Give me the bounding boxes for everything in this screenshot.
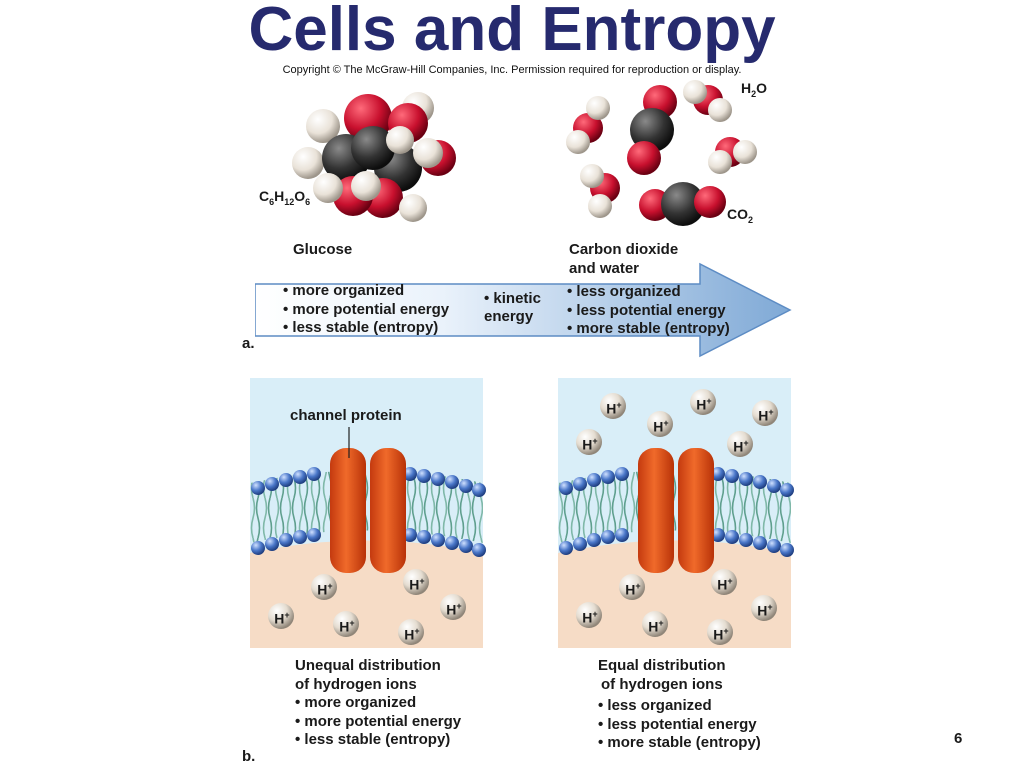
hydrogen-ion-label: H+ (274, 610, 290, 627)
hydrogen-ion-label: H+ (625, 581, 641, 598)
hydrogen-ion-label: H+ (653, 418, 669, 435)
hydrogen-ion-label: H+ (582, 436, 598, 453)
arrow-right-bullets: less organized less potential energy mor… (567, 283, 729, 339)
arrow-left-bullets: more organized more potential energy les… (283, 282, 449, 338)
channel-protein-label: channel protein (290, 407, 402, 424)
left-bullets: more organized more potential energy les… (295, 694, 461, 750)
left-caption: Unequal distribution of hydrogen ions (295, 657, 441, 693)
hydrogen-ion-label: H+ (696, 396, 712, 413)
hydrogen-ion-label: H+ (317, 581, 333, 598)
glucose-formula: C6H12O6 (259, 188, 311, 207)
kinetic-energy-label: kinetic (484, 289, 541, 308)
hydrogen-ion-label: H+ (339, 618, 355, 635)
water-molecule-3 (708, 137, 757, 174)
hydrogen-ion-label: H+ (717, 576, 733, 593)
co2-formula: CO2 (727, 206, 754, 225)
panel-a-letter: a. (242, 335, 255, 352)
hydrogen-ion-label: H+ (758, 407, 774, 424)
products-label: Carbon dioxide and water (569, 241, 679, 277)
panel-b-letter: b. (242, 748, 256, 765)
co2-molecule-1 (627, 85, 677, 175)
hydrogen-ion-label: H+ (648, 618, 664, 635)
hydrogen-ion-label: H+ (713, 626, 729, 643)
water-molecule-1 (566, 96, 610, 154)
water-formula: H2O (741, 80, 768, 99)
hydrogen-ion-label: H+ (446, 601, 462, 618)
page-number: 6 (954, 730, 963, 747)
right-bullets: less organized less potential energy mor… (598, 697, 760, 753)
water-molecule-4 (580, 164, 620, 218)
kinetic-energy-label-line2: energy (484, 308, 534, 325)
hydrogen-ion-label: H+ (404, 626, 420, 643)
co2-molecule-2 (639, 182, 726, 226)
hydrogen-ion-label: H+ (606, 400, 622, 417)
hydrogen-ion-label: H+ (757, 602, 773, 619)
glucose-molecule-illustration (292, 92, 456, 222)
glucose-label: Glucose (293, 241, 353, 258)
slide-title: Cells and Entropy (248, 0, 776, 64)
water-molecule-2 (683, 80, 732, 122)
right-caption: Equal distribution of hydrogen ions (598, 657, 726, 693)
copyright-notice: Copyright © The McGraw-Hill Companies, I… (282, 64, 742, 76)
water-and-co2-illustration (566, 80, 757, 226)
hydrogen-ion-label: H+ (409, 576, 425, 593)
hydrogen-ion-label: H+ (582, 609, 598, 626)
hydrogen-ion-label: H+ (733, 438, 749, 455)
